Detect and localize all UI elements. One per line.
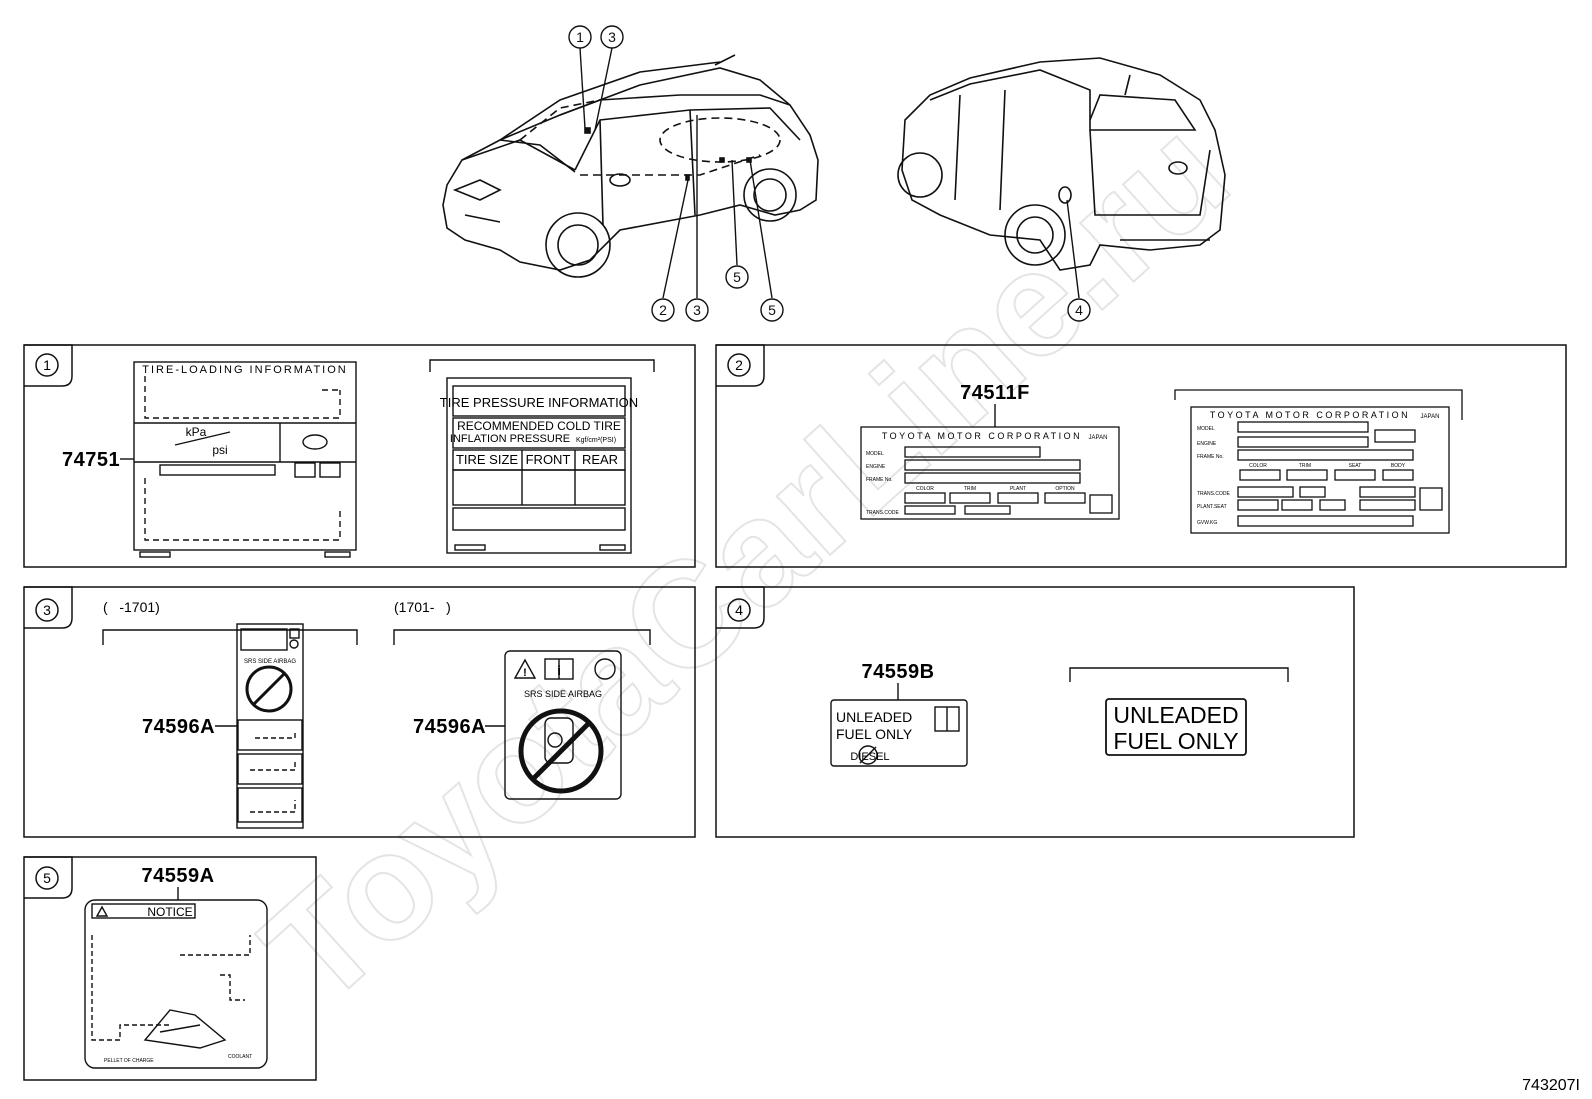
part-number-74596A-new: 74596A (413, 716, 486, 738)
fuel-label-new-text2: FUEL ONLY (1113, 728, 1238, 754)
callouts-front-car (568, 25, 784, 322)
panel-3 (23, 586, 696, 838)
range-before-bracket (102, 629, 358, 645)
car-front-view (442, 54, 819, 278)
tire-pressure-sub2: INFLATION PRESSURE (450, 433, 570, 445)
vin-plate-1-field-model: MODEL (866, 451, 884, 457)
vin-plate-1-field-engine: ENGINE (866, 464, 886, 470)
fuel-label-new-text1: UNLEADED (1113, 702, 1238, 728)
tire-loading-title: TIRE-LOADING INFORMATION (142, 364, 347, 376)
callout-4: 4 (1075, 302, 1083, 318)
vin-plate-1-field-frame: FRAME No. (866, 477, 893, 483)
tire-loading-unit-kpa: kPa (186, 425, 207, 439)
callout-3: 3 (693, 302, 701, 318)
callout-5: 5 (733, 269, 741, 285)
vin-plate-1-box-plant: PLANT (1010, 486, 1026, 492)
vin-plate-2-title: TOYOTA MOTOR CORPORATION (1210, 410, 1410, 420)
vin-plate-1-footer: TRANS.CODE (866, 510, 899, 516)
fuel-label-old-text1: UNLEADED (836, 709, 912, 725)
tire-pressure-col-size: TIRE SIZE (456, 452, 518, 467)
vin-plate-2-field-model: MODEL (1197, 426, 1215, 432)
panel-1 (23, 344, 696, 568)
tire-pressure-col-front: FRONT (526, 452, 571, 467)
vin-plate-2-box-trim: TRIM (1299, 463, 1311, 469)
notice-heading: NOTICE (147, 905, 192, 919)
notice-foot-left: PELLET OF CHARGE (104, 1058, 154, 1064)
part-number-74511F: 74511F (960, 382, 1030, 404)
vin-plate-2-box-seat: SEAT (1349, 463, 1362, 469)
panel-4-index: 4 (735, 602, 743, 618)
vin-plate-1-origin: JAPAN (1089, 435, 1108, 441)
panel-5 (23, 856, 317, 1081)
airbag-label-old-caption: SRS SIDE AIRBAG (244, 659, 296, 665)
fuel-label-old (830, 699, 968, 767)
panel-3-index: 3 (43, 602, 51, 618)
panel-5-index: 5 (43, 870, 51, 886)
panel-2 (715, 344, 1567, 568)
range-after: (1701- ) (394, 599, 451, 615)
vin-plate-2-row-trans: TRANS.CODE (1197, 491, 1230, 497)
airbag-info-icon: i (557, 663, 561, 678)
tire-pressure-label (429, 359, 655, 554)
tire-pressure-unit: Kgf/cm²(PSI) (576, 437, 616, 444)
tire-pressure-sub1: RECOMMENDED COLD TIRE (457, 419, 621, 433)
tire-pressure-title: TIRE PRESSURE INFORMATION (440, 395, 638, 410)
fuel-label-new (1105, 698, 1247, 756)
range-before: ( -1701) (103, 599, 160, 615)
panel-1-index: 1 (43, 357, 51, 373)
tire-loading-unit-psi: psi (212, 443, 227, 457)
vin-plate-1-box-trim: TRIM (964, 486, 976, 492)
part-number-74559A: 74559A (141, 865, 214, 887)
panel-2-index: 2 (735, 357, 743, 373)
figure-number: 743207I (1522, 1077, 1580, 1094)
vin-plate-1-box-option: OPTION (1055, 486, 1075, 492)
panel-4 (715, 586, 1355, 838)
vin-plate-2 (1174, 389, 1463, 534)
airbag-label-old (236, 623, 304, 829)
vin-plate-2-field-frame: FRAME No. (1197, 454, 1224, 460)
airbag-label-new-caption: SRS SIDE AIRBAG (524, 689, 602, 699)
fuel-label-old-text3: DIESEL (850, 751, 889, 763)
fuel-label-new-bracket (1069, 667, 1289, 682)
part-number-74596A-old: 74596A (142, 716, 215, 738)
watermark: ToyotaCarLine.ru (231, 86, 1260, 1036)
part-number-74751: 74751 (62, 449, 120, 471)
vin-plate-2-field-engine: ENGINE (1197, 441, 1217, 447)
callout-5: 5 (768, 302, 776, 318)
range-after-bracket (393, 629, 651, 645)
vin-plate-2-origin: JAPAN (1421, 414, 1440, 420)
part-number-74559B: 74559B (861, 661, 934, 683)
callouts-rear-car (1066, 199, 1091, 322)
airbag-label-new (504, 650, 622, 800)
tire-pressure-col-rear: REAR (582, 452, 618, 467)
callout-1: 1 (576, 29, 584, 45)
tire-loading-label (133, 361, 357, 558)
callout-3: 3 (608, 29, 616, 45)
vin-plate-1 (860, 426, 1120, 520)
fuel-label-old-text2: FUEL ONLY (836, 726, 913, 742)
car-rear-view (897, 57, 1226, 271)
notice-label (84, 899, 268, 1069)
vin-plate-1-title: TOYOTA MOTOR CORPORATION (882, 431, 1082, 441)
svg-text:ToyotaCarLine.ru: ToyotaCarLine.ru (232, 87, 1259, 1035)
vin-plate-2-row-gvw: GVW.KG (1197, 520, 1217, 526)
warning-icon: ! (523, 667, 527, 679)
callout-2: 2 (659, 302, 667, 318)
vin-plate-2-row-plant: PLANT.SEAT (1197, 504, 1227, 510)
vin-plate-1-box-color: COLOR (916, 486, 934, 492)
vin-plate-2-box-color: COLOR (1249, 463, 1267, 469)
vin-plate-2-box-body: BODY (1391, 463, 1406, 469)
notice-foot-right: COOLANT (228, 1054, 252, 1060)
